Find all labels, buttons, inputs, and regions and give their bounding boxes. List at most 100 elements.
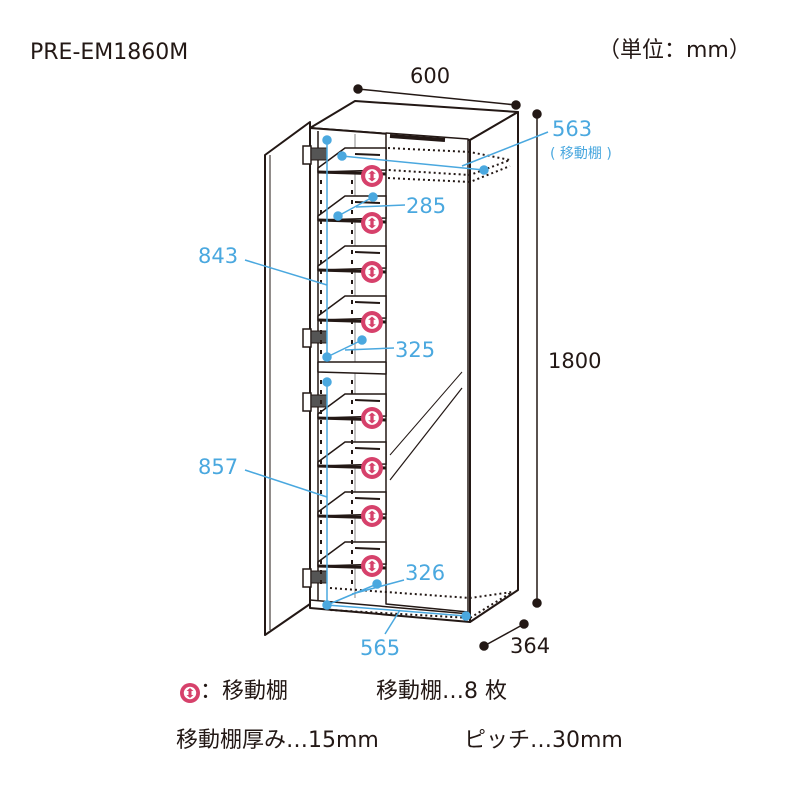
pin-hole [351,580,353,584]
lower-height-label: 857 [198,455,239,479]
pin-hole [320,490,322,494]
depth-dimension-line [483,623,525,647]
pin-hole [320,340,322,344]
pin-hole [351,290,353,294]
fixed-shelf [317,361,387,375]
pin-hole [351,400,353,404]
pin-hole [351,530,353,534]
pin-hole [320,280,322,284]
pin-hole [351,340,353,344]
model-number: PRE-EM1860M [30,40,189,65]
pin-hole [351,460,353,464]
depth-label: 364 [510,634,551,658]
pin-hole [351,390,353,394]
movable-shelf-icons [361,165,383,577]
pin-hole [320,310,322,314]
pin-hole [320,420,322,424]
pin-hole [320,270,322,274]
pin-hole [351,560,353,564]
pin-hole [320,200,322,204]
pin-hole [351,500,353,504]
movable-shelf-icon [361,311,383,333]
pin-hole [320,250,322,254]
open-door [264,121,311,636]
pin-hole [351,480,353,484]
unit-note: （単位：mm） [598,38,751,63]
legend-shelf-thickness: 移動棚厚み…15mm [176,728,379,753]
width-dimension-line [357,88,517,106]
pin-hole [320,470,322,474]
pin-hole [351,200,353,204]
pin-hole [351,250,353,254]
pin-hole [351,280,353,284]
pin-hole [320,550,322,554]
pin-hole [351,380,353,384]
pin-hole [320,180,322,184]
height-label: 1800 [548,349,602,373]
pin-hole [320,510,322,514]
pin-hole [351,310,353,314]
pin-hole [351,490,353,494]
pin-hole [351,330,353,334]
pin-hole [320,540,322,544]
pin-hole [320,570,322,574]
legend-pitch: ピッチ…30mm [464,728,623,753]
bottom-565-label: 565 [360,636,401,660]
pin-hole [320,190,322,194]
pin-hole [320,290,322,294]
pin-hole [351,410,353,414]
shelf-325-label: 325 [395,338,436,362]
pin-hole [351,430,353,434]
pin-hole [320,460,322,464]
pin-hole [351,540,353,544]
movable-shelf-icon [361,505,383,527]
pin-hole [351,510,353,514]
pin-hole [320,580,322,584]
pin-hole [351,420,353,424]
shelf-285-label: 285 [406,194,447,218]
cabinet-side [469,111,519,623]
pin-hole [351,440,353,444]
pin-hole [320,520,322,524]
pin-hole [320,210,322,214]
legend-icon-label: ：移動棚 [200,679,289,704]
pin-hole [320,240,322,244]
upper-height-label: 843 [198,244,239,268]
pin-hole [320,430,322,434]
pin-hole [351,270,353,274]
pin-hole [320,400,322,404]
pin-hole [351,230,353,234]
pin-hole [351,570,353,574]
pin-hole [320,560,322,564]
pin-hole [351,470,353,474]
movable-shelf-note: ( 移動棚 ) [550,146,612,162]
door-hinges [302,145,328,588]
pin-hole [351,180,353,184]
movable-shelf-icon [361,407,383,429]
pin-hole [351,240,353,244]
pin-hole [320,480,322,484]
movable-shelf-icon [361,261,383,283]
pin-hole [320,390,322,394]
pin-hole [351,260,353,264]
pin-hole [320,530,322,534]
pin-hole [320,260,322,264]
pin-hole [351,300,353,304]
pin-hole [320,350,322,354]
movable-shelf-icon [180,683,200,703]
pin-hole [320,500,322,504]
hinge-icon [302,328,328,348]
pin-hole [351,350,353,354]
pin-hole [320,450,322,454]
movable-shelf-icon [361,555,383,577]
width-label: 600 [410,64,451,88]
pin-hole [320,380,322,384]
pin-hole [320,230,322,234]
pin-hole [351,450,353,454]
pin-hole [320,330,322,334]
pin-hole [351,210,353,214]
pin-hole [351,520,353,524]
pin-hole [320,320,322,324]
